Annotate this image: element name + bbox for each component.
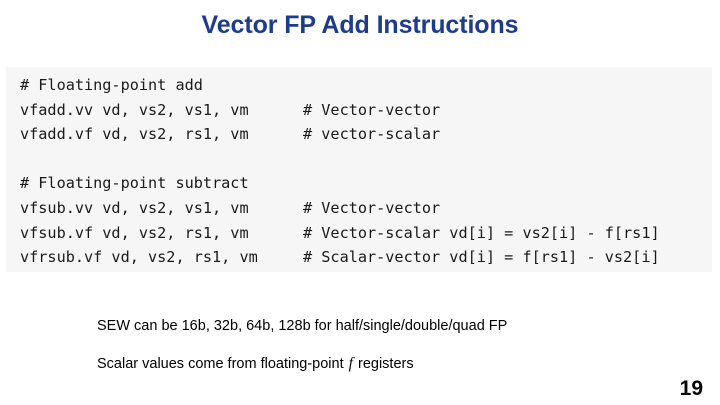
code-line: # Floating-point add — [20, 73, 712, 98]
code-instruction: # Floating-point subtract — [20, 174, 249, 193]
note-scalar-prefix: Scalar values come from floating-point — [97, 356, 344, 372]
code-comment: # Vector-vector — [303, 100, 441, 119]
page-number: 19 — [679, 377, 703, 400]
code-block: # Floating-point add vfadd.vv vd, vs2, v… — [6, 67, 712, 272]
code-line: vfsub.vf vd, vs2, rs1, vm # Vector-scalar… — [20, 221, 712, 246]
code-comment: # Scalar-vector vd[i] = f[rs1] - vs2[i] — [303, 248, 660, 267]
code-instruction: vfadd.vf vd, vs2, rs1, vm — [20, 125, 249, 144]
code-comment: # Vector-scalar vd[i] = vs2[i] - f[rs1] — [303, 223, 660, 242]
code-line: vfadd.vf vd, vs2, rs1, vm # vector-scalar — [20, 122, 712, 147]
code-instruction: vfsub.vf vd, vs2, rs1, vm — [20, 223, 249, 242]
page-title: Vector FP Add Instructions — [201, 11, 519, 39]
note-scalar-suffix: registers — [358, 356, 414, 372]
code-instruction: vfadd.vv vd, vs2, vs1, vm — [20, 100, 249, 119]
note-scalar-italic-f: f — [348, 355, 353, 372]
code-instruction: vfsub.vv vd, vs2, vs1, vm — [20, 198, 249, 217]
code-line: vfadd.vv vd, vs2, vs1, vm # Vector-vector — [20, 98, 712, 123]
code-line: vfrsub.vf vd, vs2, rs1, vm # Scalar-vecto… — [20, 245, 712, 270]
code-line: # Floating-point subtract — [20, 171, 712, 196]
code-comment: # Vector-vector — [303, 198, 441, 217]
code-line: vfsub.vv vd, vs2, vs1, vm # Vector-vector — [20, 196, 712, 221]
code-instruction: vfrsub.vf vd, vs2, rs1, vm — [20, 248, 258, 267]
note-scalar-registers: Scalar values come from floating-point f… — [97, 355, 414, 373]
code-comment: # vector-scalar — [303, 125, 441, 144]
note-sew: SEW can be 16b, 32b, 64b, 128b for half/… — [97, 318, 508, 334]
code-line-blank — [20, 147, 712, 172]
code-instruction: # Floating-point add — [20, 76, 203, 94]
